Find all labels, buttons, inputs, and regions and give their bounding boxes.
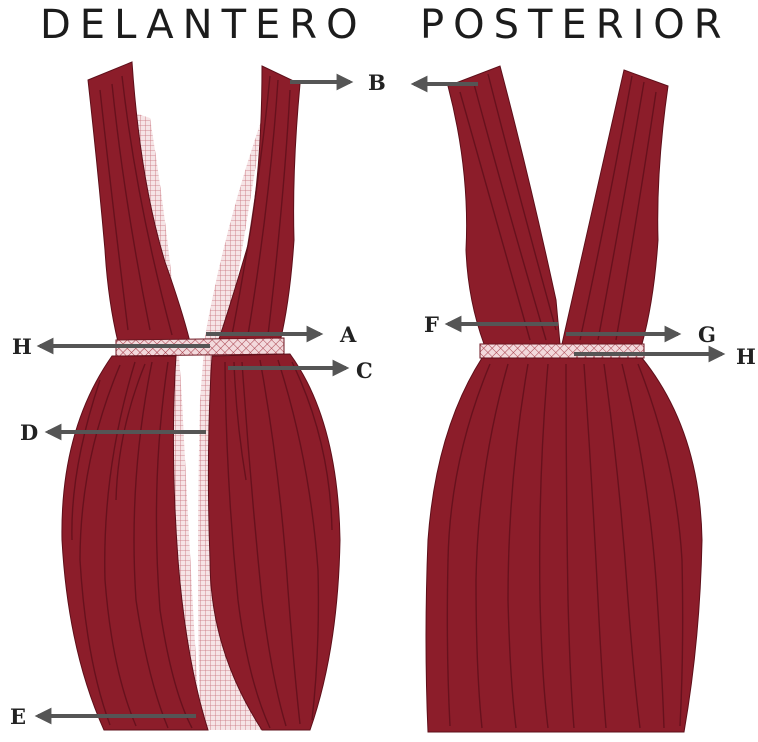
back-dress: [426, 66, 702, 732]
label-f: F: [424, 312, 439, 337]
front-dress: [62, 62, 340, 730]
front-left-bodice: [88, 62, 190, 342]
label-h-front: H: [12, 334, 32, 359]
back-right-strap: [562, 70, 668, 344]
label-e: E: [10, 704, 26, 729]
label-g: G: [698, 322, 716, 347]
label-a: A: [339, 322, 357, 347]
label-b: B: [368, 70, 386, 95]
label-h-back: H: [736, 344, 756, 369]
label-c: C: [356, 358, 373, 383]
label-d: D: [20, 420, 38, 445]
back-skirt: [426, 358, 702, 732]
